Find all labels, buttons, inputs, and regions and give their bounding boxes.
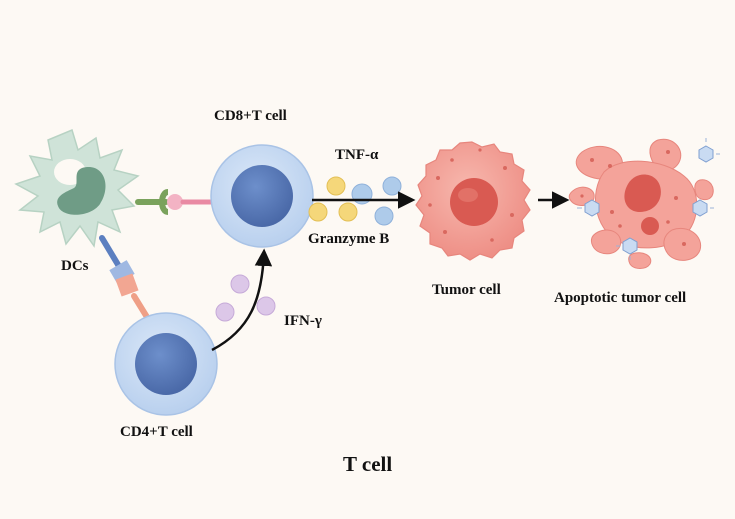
dendritic-cell-nucleus	[57, 167, 106, 215]
dcs-label: DCs	[61, 258, 89, 274]
apoptotic-tumor-cell	[568, 138, 720, 269]
cd4-t-cell	[114, 312, 218, 416]
apoptotic-marker-icons	[584, 145, 714, 255]
cd4-t-cell-label: CD4+T cell	[120, 424, 193, 440]
apoptotic-tumor-cell-label: Apoptotic tumor cell	[554, 290, 687, 306]
tumor-cell	[415, 141, 531, 261]
ifn-gamma-label: IFN-γ	[284, 313, 322, 329]
dc-cd8-receptor-complex	[135, 189, 218, 215]
cd4-t-cell-nucleus	[135, 333, 197, 395]
tumor-cell-label: Tumor cell	[432, 282, 501, 298]
mhc-ii-receptor-icon	[115, 273, 139, 297]
tumor-cell-nucleus	[450, 178, 498, 226]
cd8-t-cell-nucleus	[231, 165, 293, 227]
cd8-t-cell	[210, 144, 314, 248]
diagram-title: T cell	[343, 452, 393, 476]
mhc-receptor-icon	[167, 194, 183, 210]
cd8-t-cell-label: CD8+T cell	[214, 108, 287, 124]
ifn-gamma-granules	[215, 274, 276, 322]
tnf-alpha-label: TNF-α	[335, 147, 379, 163]
cd4-to-cd8-arrow	[211, 248, 273, 352]
granzyme-b-label: Granzyme B	[308, 231, 390, 247]
dendritic-cell	[14, 128, 140, 248]
dc-cd4-receptor-complex	[99, 235, 153, 325]
